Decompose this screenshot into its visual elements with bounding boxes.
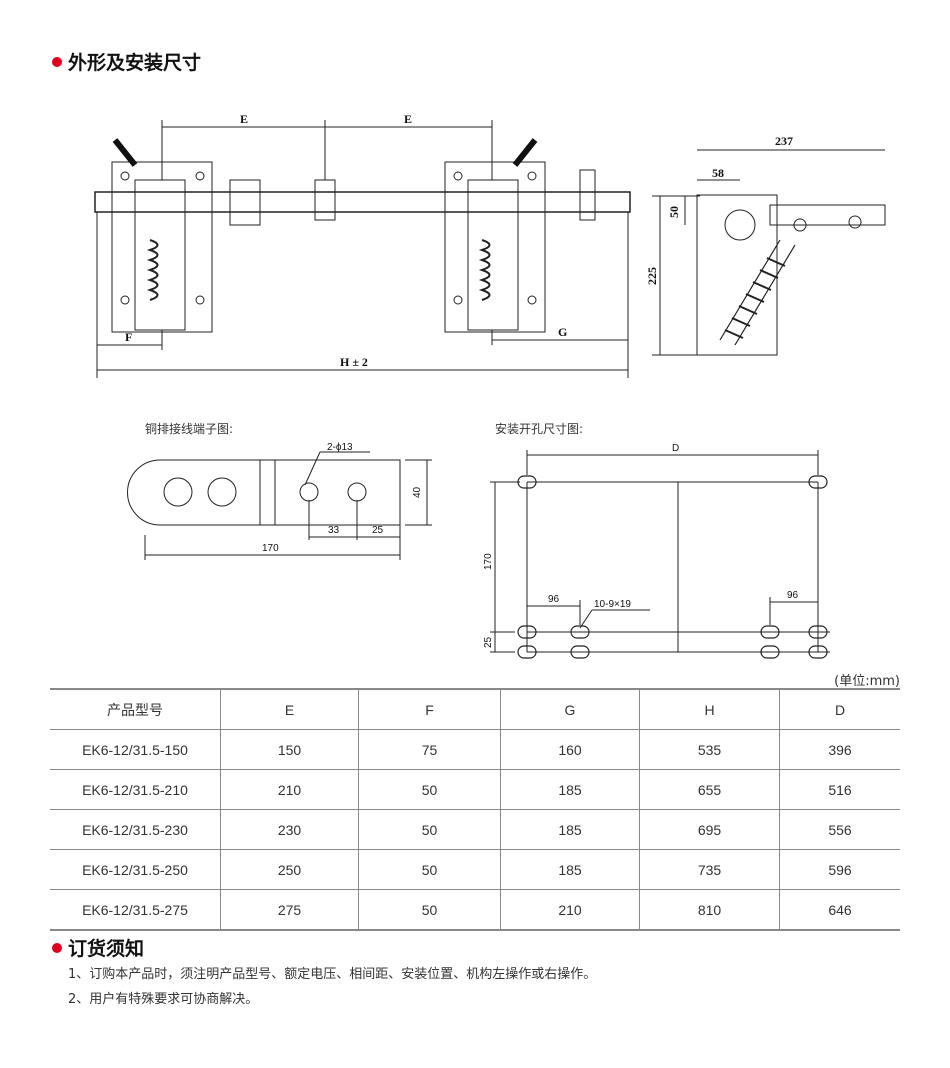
- section-heading-dimensions: 外形及安装尺寸: [52, 48, 201, 75]
- cell: 516: [779, 769, 900, 810]
- dim-237: 237: [775, 134, 793, 148]
- section-heading-ordering: 订货须知: [52, 934, 144, 961]
- heading-text: 订货须知: [68, 938, 145, 960]
- side-view-drawing: [652, 149, 886, 356]
- cell: 646: [779, 889, 900, 931]
- front-view-drawing: [94, 120, 631, 378]
- table-header-row: 产品型号 E F G H D: [50, 688, 900, 730]
- dim-e1: E: [240, 112, 248, 126]
- col-g: G: [500, 688, 640, 730]
- col-model: 产品型号: [50, 688, 221, 730]
- cell: EK6-12/31.5-250: [50, 849, 221, 890]
- cell: 210: [500, 889, 640, 931]
- cell: 275: [220, 889, 359, 931]
- cell: 695: [639, 809, 780, 850]
- col-h: H: [639, 688, 780, 730]
- cell: 396: [779, 729, 900, 770]
- cell: EK6-12/31.5-150: [50, 729, 221, 770]
- mounting-caption: 安装开孔尺寸图:: [495, 422, 584, 436]
- col-d: D: [779, 688, 900, 730]
- cell: 50: [358, 809, 501, 850]
- dim-96b: 96: [787, 590, 799, 601]
- dim-slots: 10-9×19: [594, 599, 631, 610]
- col-e: E: [220, 688, 359, 730]
- heading-text: 外形及安装尺寸: [68, 52, 202, 74]
- cell: 655: [639, 769, 780, 810]
- dim-170: 170: [262, 543, 279, 554]
- cell: 75: [358, 729, 501, 770]
- terminal-caption: 铜排接线端子图:: [145, 422, 234, 436]
- cell: 535: [639, 729, 780, 770]
- cell: EK6-12/31.5-275: [50, 889, 221, 931]
- dim-50: 50: [667, 206, 681, 218]
- bullet-icon: [52, 56, 62, 67]
- dim-58: 58: [712, 166, 724, 180]
- cell: 150: [220, 729, 359, 770]
- dim-33: 33: [328, 525, 340, 536]
- dim-f: F: [125, 330, 132, 344]
- dim-e2: E: [404, 112, 412, 126]
- cell: 596: [779, 849, 900, 890]
- cell: 185: [500, 769, 640, 810]
- col-f: F: [358, 688, 501, 730]
- dim-40: 40: [412, 486, 423, 498]
- terminal-drawing: [127, 451, 432, 560]
- dim-225: 225: [645, 267, 659, 285]
- dim-25-mount: 25: [483, 636, 494, 648]
- unit-label: (单位:mm): [834, 674, 900, 689]
- cell: EK6-12/31.5-210: [50, 769, 221, 810]
- cell: 185: [500, 809, 640, 850]
- technical-drawings: E E F G H ± 2 237 58 50 225 2-ϕ13 40 33 …: [94, 112, 886, 659]
- cell: 735: [639, 849, 780, 890]
- note-1: 1、订购本产品时，须注明产品型号、额定电压、相间距、安装位置、机构左操作或右操作…: [68, 967, 597, 982]
- cell: 185: [500, 849, 640, 890]
- dim-170-mount: 170: [483, 553, 494, 570]
- cell: 556: [779, 809, 900, 850]
- cell: 50: [358, 889, 501, 931]
- dim-g: G: [558, 325, 567, 339]
- cell: 160: [500, 729, 640, 770]
- bullet-icon: [52, 942, 62, 953]
- cell: 50: [358, 849, 501, 890]
- dim-25: 25: [372, 525, 384, 536]
- dim-d: D: [672, 443, 679, 454]
- cell: 230: [220, 809, 359, 850]
- note-2: 2、用户有特殊要求可协商解决。: [68, 992, 259, 1007]
- cell: 210: [220, 769, 359, 810]
- cell: 50: [358, 769, 501, 810]
- dim-h: H ± 2: [340, 355, 368, 369]
- cell: 810: [639, 889, 780, 931]
- mounting-drawing: [490, 450, 830, 659]
- dim-96a: 96: [548, 594, 560, 605]
- cell: 250: [220, 849, 359, 890]
- dim-holes: 2-ϕ13: [327, 442, 353, 453]
- cell: EK6-12/31.5-230: [50, 809, 221, 850]
